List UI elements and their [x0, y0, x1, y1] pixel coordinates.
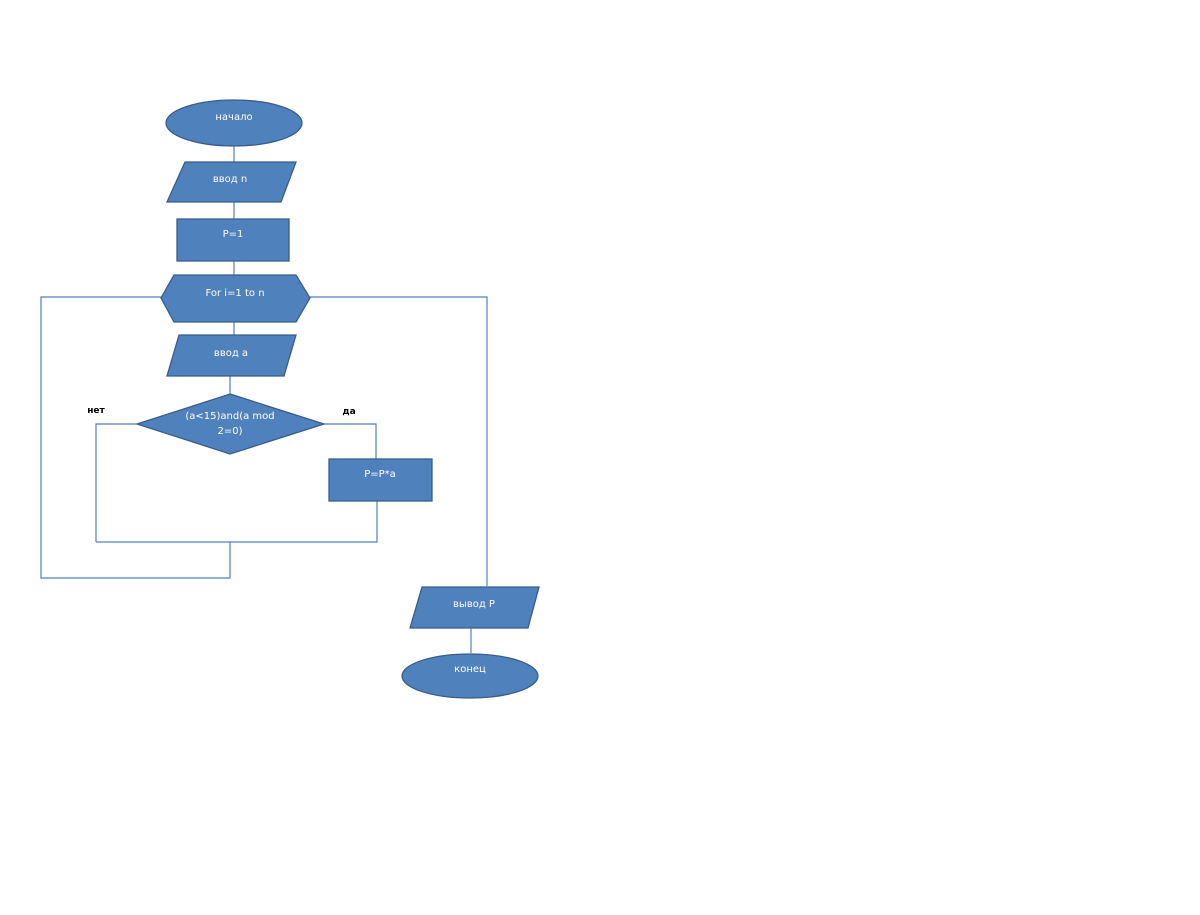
input-a-label: ввод a: [214, 348, 248, 359]
init-p-label: P=1: [223, 229, 244, 240]
output-p-node: вывод P: [409, 586, 540, 629]
connectors: [40, 146, 488, 653]
input-n-label: ввод n: [213, 174, 247, 185]
loop-label: For i=1 to n: [205, 288, 264, 299]
input-a-node: ввод a: [166, 334, 297, 377]
end-label: конец: [454, 664, 486, 675]
branch-yes-label: да: [342, 407, 355, 417]
branch-no-label: нет: [87, 406, 105, 416]
condition-label-line1: (a<15)and(a mod: [185, 411, 274, 422]
start-node: начало: [165, 99, 303, 147]
start-label: начало: [215, 112, 252, 123]
condition-label-line2: 2=0): [217, 426, 242, 437]
end-node: конец: [401, 653, 539, 699]
connector-multiply-to-merge: [96, 501, 378, 543]
connector-no-branch: [95, 423, 137, 542]
condition-node: (a<15)and(a mod 2=0): [134, 393, 327, 455]
connector-yes-branch: [324, 423, 377, 459]
init-p-node: P=1: [176, 218, 290, 262]
loop-node: For i=1 to n: [160, 274, 311, 323]
connector-loop-back: [40, 296, 231, 579]
multiply-node: P=P*a: [328, 458, 433, 502]
connector-loop-exit: [310, 296, 488, 586]
output-p-label: вывод P: [453, 599, 495, 610]
input-n-node: ввод n: [165, 161, 297, 203]
multiply-label: P=P*a: [364, 469, 396, 480]
